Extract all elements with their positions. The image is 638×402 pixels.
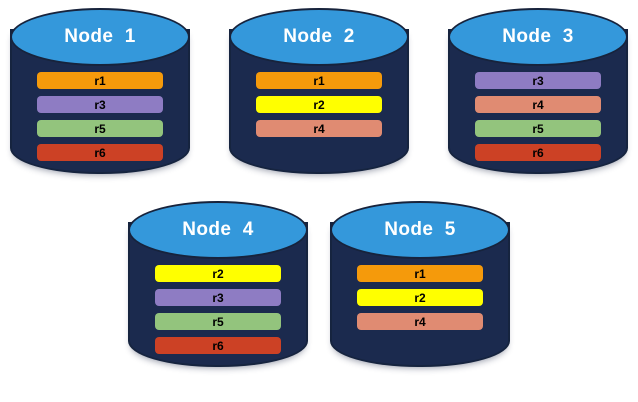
record-bar-r3[interactable]: r3	[475, 72, 601, 89]
record-bar-r6[interactable]: r6	[37, 144, 163, 161]
node-top-ellipse	[448, 8, 628, 66]
record-bar-r5[interactable]: r5	[37, 120, 163, 137]
record-list: r1 r2 r4	[229, 66, 409, 137]
record-bar-r1[interactable]: r1	[357, 265, 483, 282]
record-bar-r3[interactable]: r3	[37, 96, 163, 113]
record-list: r1 r2 r4	[330, 259, 510, 330]
node-top-ellipse	[330, 201, 510, 259]
node-top-ellipse	[229, 8, 409, 66]
record-bar-r5[interactable]: r5	[155, 313, 281, 330]
record-bar-r2[interactable]: r2	[155, 265, 281, 282]
record-bar-r3[interactable]: r3	[155, 289, 281, 306]
record-bar-r2[interactable]: r2	[256, 96, 382, 113]
record-bar-r6[interactable]: r6	[475, 144, 601, 161]
record-bar-r2[interactable]: r2	[357, 289, 483, 306]
record-bar-r4[interactable]: r4	[475, 96, 601, 113]
record-bar-r4[interactable]: r4	[357, 313, 483, 330]
record-bar-r1[interactable]: r1	[256, 72, 382, 89]
node-top-ellipse	[128, 201, 308, 259]
node-top-ellipse	[10, 8, 190, 66]
record-bar-r4[interactable]: r4	[256, 120, 382, 137]
record-list: r3 r4 r5 r6	[448, 66, 628, 161]
record-list: r2 r3 r5 r6	[128, 259, 308, 354]
record-bar-r1[interactable]: r1	[37, 72, 163, 89]
record-list: r1 r3 r5 r6	[10, 66, 190, 161]
record-bar-r5[interactable]: r5	[475, 120, 601, 137]
record-bar-r6[interactable]: r6	[155, 337, 281, 354]
